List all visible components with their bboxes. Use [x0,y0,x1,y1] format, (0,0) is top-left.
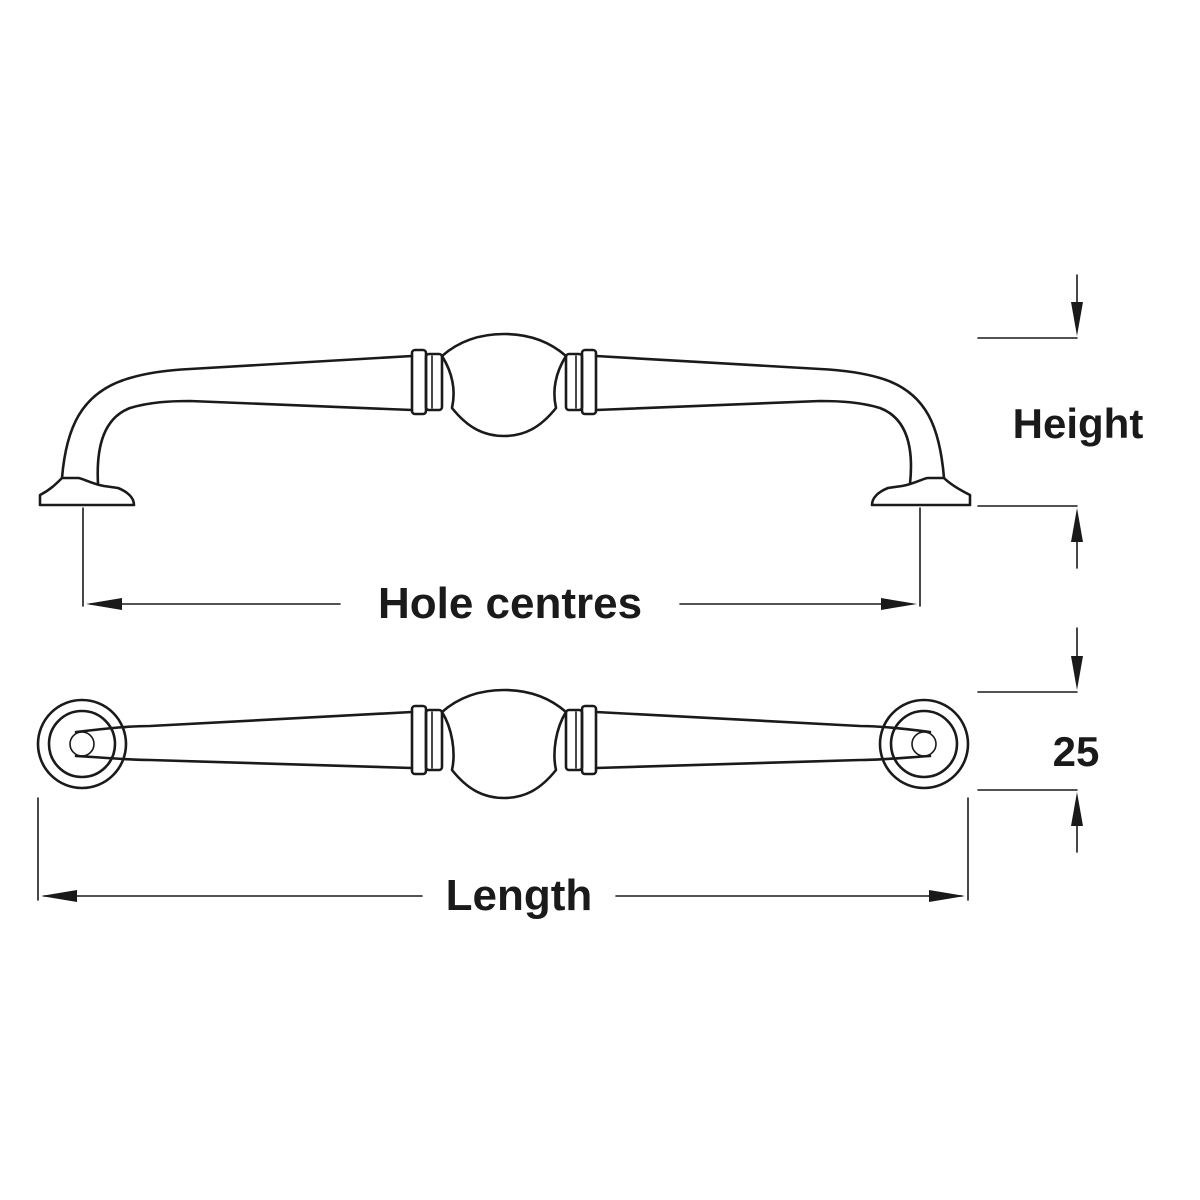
top-right-collar [564,704,598,776]
depth-bottom-arrow [1071,792,1083,826]
hole-left-arrow [86,598,122,610]
left-rose [36,698,128,790]
left-collar [410,348,444,416]
bar-top-edge [74,710,932,734]
depth-top-arrow [1071,656,1083,690]
right-base-plate [870,476,972,507]
right-collar [564,348,598,416]
handle-top-edge [60,354,946,480]
length-left-arrow [41,890,77,902]
depth-label: 25 [1053,728,1100,775]
center-bulb [440,332,568,438]
hole-right-arrow [881,598,917,610]
length-dimension: Length [37,797,969,920]
height-top-arrow [1071,302,1083,336]
top-center-bulb [440,688,568,800]
bar-bottom-edge [74,754,932,770]
length-right-arrow [929,890,965,902]
height-label: Height [1013,400,1144,447]
hole-centres-label: Hole centres [378,579,642,628]
height-dimension: Height [977,274,1144,569]
height-bottom-arrow [1071,508,1083,542]
left-base-plate [38,476,136,507]
handle-side-view [38,332,972,507]
right-rose [878,698,970,790]
length-label: Length [446,871,593,920]
depth-dimension: 25 [977,627,1100,853]
top-left-collar [410,704,444,776]
handle-bottom-edge [96,399,913,486]
hole-centres-dimension: Hole centres [82,507,921,628]
handle-top-view [36,688,970,800]
